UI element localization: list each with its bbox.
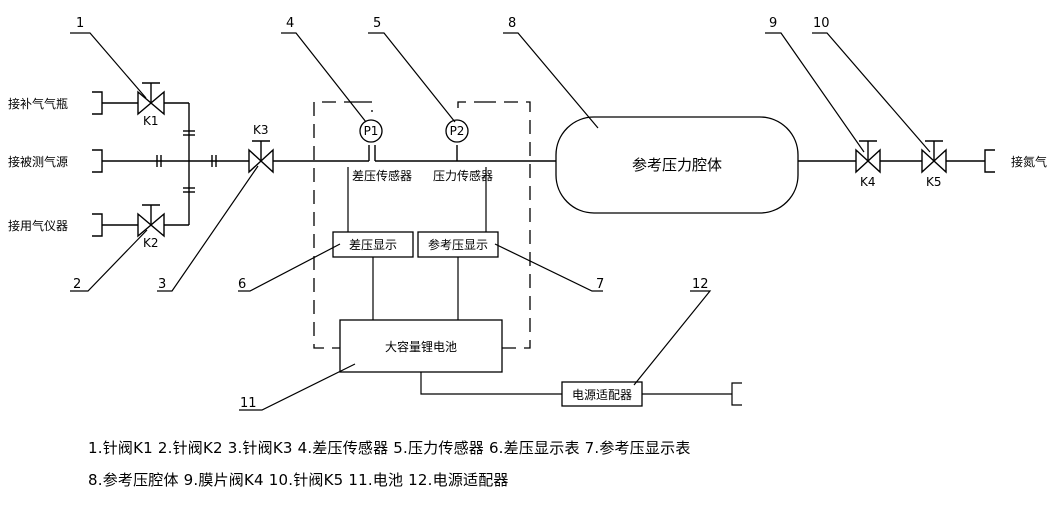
valve-k1-label: K1 bbox=[143, 114, 159, 128]
legend-line-2: 8.参考压腔体 9.膜片阀K4 10.针阀K5 11.电池 12.电源适配器 bbox=[88, 471, 509, 489]
adapter-label: 电源适配器 bbox=[572, 388, 632, 402]
sensor-p2-circle bbox=[445, 119, 469, 143]
valve-k3[interactable] bbox=[248, 140, 274, 174]
sensor-p1-label: P1 bbox=[364, 124, 379, 138]
leader-lines bbox=[70, 32, 931, 411]
valve-k5[interactable] bbox=[921, 140, 947, 174]
callout-9: 9 bbox=[769, 16, 777, 31]
valve-k3-label: K3 bbox=[253, 123, 269, 137]
valve-k2-label: K2 bbox=[143, 236, 159, 250]
callout-7: 7 bbox=[596, 277, 604, 292]
callout-5: 5 bbox=[373, 16, 381, 31]
adapter-box bbox=[561, 381, 643, 407]
gas-instrument-label: 接用气仪器 bbox=[8, 218, 68, 233]
valve-k1[interactable] bbox=[137, 82, 165, 116]
chamber-label: 参考压力腔体 bbox=[632, 156, 722, 174]
diff-display-label: 差压显示 bbox=[349, 238, 397, 252]
valve-k4-label: K4 bbox=[860, 175, 876, 189]
nitrogen-label: 接氮气 bbox=[1011, 154, 1047, 169]
callout-8: 8 bbox=[508, 16, 516, 31]
callout-3: 3 bbox=[158, 277, 166, 292]
pipes bbox=[92, 91, 995, 237]
battery-label: 大容量锂电池 bbox=[385, 339, 457, 354]
callout-4: 4 bbox=[286, 16, 294, 31]
wiring bbox=[347, 167, 742, 406]
callout-1: 1 bbox=[76, 16, 84, 31]
callout-11: 11 bbox=[240, 396, 257, 411]
diff-sensor-label: 差压传感器 bbox=[352, 168, 412, 183]
callout-10: 10 bbox=[813, 16, 830, 31]
callout-2: 2 bbox=[73, 277, 81, 292]
reference-chamber bbox=[555, 116, 799, 214]
supply-bottle-label: 接补气气瓶 bbox=[8, 96, 68, 111]
callout-6: 6 bbox=[238, 277, 246, 292]
sensor-enclosure bbox=[313, 101, 531, 349]
battery-box bbox=[339, 319, 503, 373]
valve-k5-label: K5 bbox=[926, 175, 942, 189]
sensor-p1-circle bbox=[359, 119, 383, 143]
valve-k4[interactable] bbox=[855, 140, 881, 174]
tested-source-label: 接被测气源 bbox=[8, 154, 68, 169]
callout-12: 12 bbox=[692, 277, 709, 292]
diff-display-box bbox=[332, 231, 414, 258]
valve-k2[interactable] bbox=[137, 204, 165, 238]
pressure-sensor-label: 压力传感器 bbox=[433, 168, 493, 183]
ref-display-label: 参考压显示 bbox=[428, 237, 488, 252]
sensor-p2-label: P2 bbox=[450, 124, 465, 138]
legend-line-1: 1.针阀K1 2.针阀K2 3.针阀K3 4.差压传感器 5.压力传感器 6.差… bbox=[88, 439, 691, 457]
